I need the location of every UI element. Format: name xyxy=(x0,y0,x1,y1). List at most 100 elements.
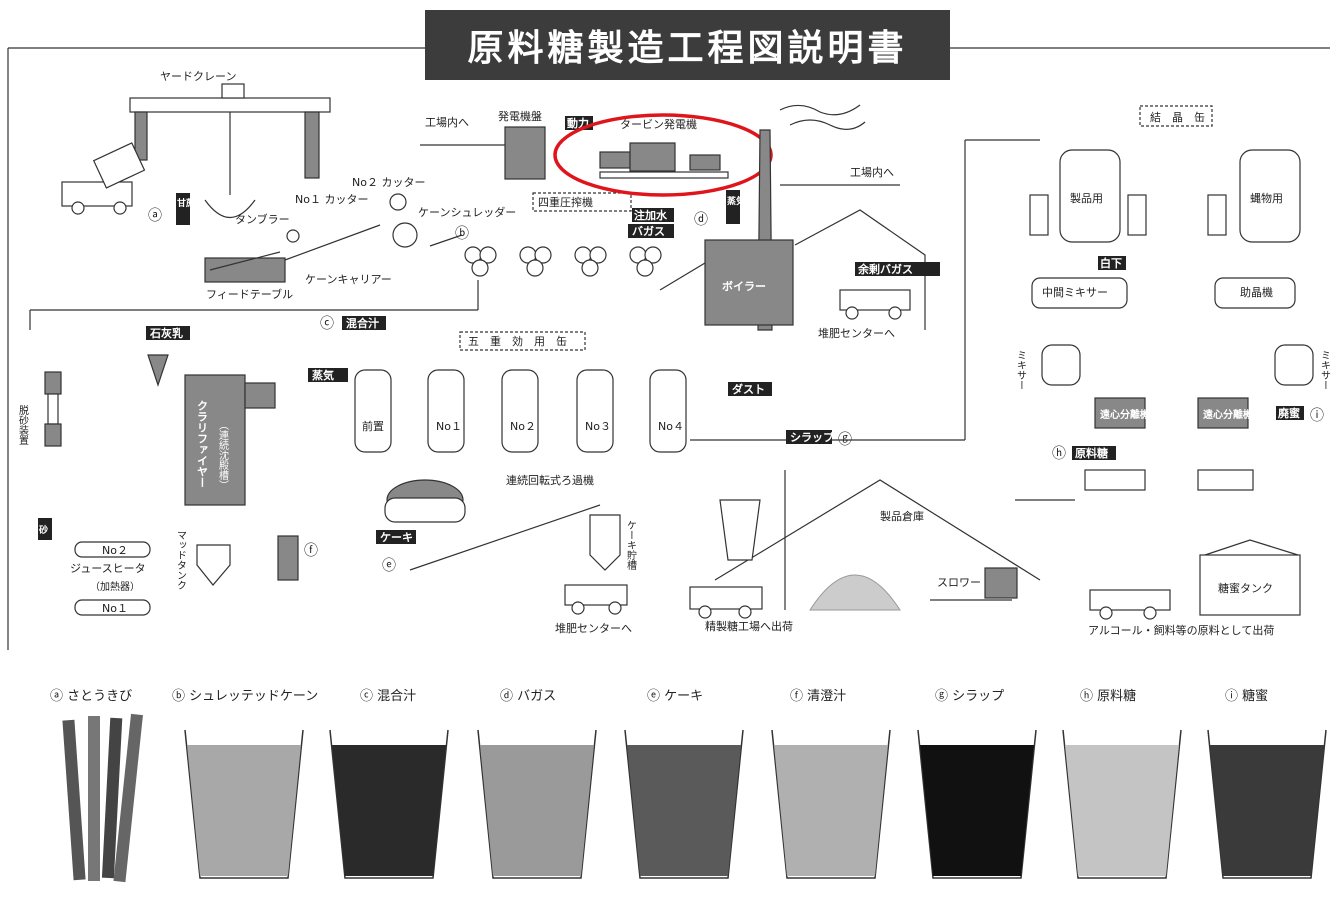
lime-label: 石灰乳 xyxy=(149,326,183,340)
sand-label: 砂 xyxy=(39,524,48,536)
sample-bagasse xyxy=(480,745,594,876)
marker-b: ⓑ xyxy=(455,226,469,242)
boiler-label: ボイラー xyxy=(722,279,766,293)
cane-truck xyxy=(61,142,146,215)
sample-label-a: ⓐ さとうきび xyxy=(50,689,132,704)
mixer-left xyxy=(1041,344,1081,386)
five-effect-label: 五 重 効 用 缶 xyxy=(468,334,567,348)
molasses-truck xyxy=(1089,589,1171,620)
middle-mixer xyxy=(1031,277,1128,309)
sugar-pile xyxy=(809,574,901,611)
mixed-juice-label: 混合汁 xyxy=(346,316,379,330)
lime-tank xyxy=(147,354,169,387)
tumbler-shape xyxy=(204,199,256,218)
no2-label: No２ xyxy=(510,420,536,433)
cake-storage-label: ケーキ貯槽 xyxy=(625,520,637,571)
no3-label: No３ xyxy=(585,420,611,433)
sample-shredded-cane xyxy=(187,745,301,876)
evaporator-no1 xyxy=(427,369,465,453)
marker-g: ⓖ xyxy=(838,432,852,448)
desander-label: 脱砂装置 xyxy=(17,404,29,445)
molasses-tag: 廃蜜 xyxy=(1278,406,1300,420)
bagasse-shed xyxy=(794,209,926,330)
yard-crane xyxy=(129,83,331,195)
slower-hopper xyxy=(984,567,1018,599)
four-roller-mill xyxy=(464,246,662,277)
feed-table xyxy=(204,257,286,283)
molasses-tank xyxy=(1199,554,1301,616)
desander-top xyxy=(44,371,62,395)
sample-cake xyxy=(627,745,741,876)
product-use-label: 製品用 xyxy=(1070,191,1103,205)
highlight-ellipse xyxy=(553,113,773,197)
centrifuge-2 xyxy=(1197,397,1249,429)
cane-carrier xyxy=(284,224,381,261)
marker-e: ⓔ xyxy=(382,558,396,574)
water-add-label: 注加水 xyxy=(634,208,668,222)
cane-carrier-label: ケーンキャリアー xyxy=(305,273,392,286)
dust-label: ダスト xyxy=(732,382,765,396)
sample-syrup xyxy=(920,745,1034,876)
refinery-truck xyxy=(689,586,763,619)
slower-label: スロワー xyxy=(937,576,981,589)
clarifier-label: クラリファイヤー xyxy=(196,400,209,488)
warehouse-label: 製品倉庫 xyxy=(880,509,924,523)
raw-sugar-conveyor xyxy=(1084,469,1146,491)
crystallizer-label: 助晶機 xyxy=(1240,285,1273,299)
juice-heater-no1 xyxy=(74,599,151,616)
bagasse-label: バガス xyxy=(632,224,665,238)
steam-1-label: 蒸気 xyxy=(727,195,745,207)
cake-conveyor xyxy=(409,504,601,571)
steam-2-label: 蒸気 xyxy=(312,368,334,382)
to-factory-2: 工場内へ xyxy=(850,165,894,179)
boiler xyxy=(704,239,794,326)
cane-shredder-drum xyxy=(392,222,418,248)
crystallizer xyxy=(1214,277,1296,309)
sample-label-b: ⓑ シュレッテッドケーン xyxy=(172,689,318,704)
juice-heater-no2 xyxy=(74,541,151,558)
crystal-pan-pot xyxy=(1239,149,1301,243)
turbine-generator xyxy=(599,142,729,179)
clear-juice-tank xyxy=(277,535,299,581)
mixer-right-label: ミキサー xyxy=(1319,350,1331,390)
no1-cutter-label: No１ カッター xyxy=(295,193,368,206)
no2-cutter-label: No２ カッター xyxy=(352,176,425,189)
sample-label-i: ⓘ 糖蜜 xyxy=(1225,688,1268,704)
marker-a: ⓐ xyxy=(148,208,162,224)
sample-label-e: ⓔ ケーキ xyxy=(647,689,703,704)
page-title: 原料糖製造工程図説明書 xyxy=(425,10,950,80)
smoke xyxy=(779,104,861,116)
crystal-can-label: 結 晶 缶 xyxy=(1150,110,1205,124)
no1-cutter xyxy=(286,229,300,243)
sample-mixed-juice xyxy=(332,745,446,876)
no1-heater-label: No１ xyxy=(102,602,128,615)
warehouse-roof xyxy=(714,479,1041,581)
sample-clear-juice xyxy=(774,745,888,876)
molasses-ship-label: アルコール・飼料等の原料として出荷 xyxy=(1088,623,1274,637)
marker-h: ⓗ xyxy=(1052,446,1066,462)
rotary-filter-label: 連続回転式ろ過機 xyxy=(506,473,594,487)
cake-label: ケーキ xyxy=(380,531,413,544)
marker-f: ⓕ xyxy=(304,543,318,559)
heater-sub-label: （加熱器） xyxy=(90,580,140,593)
no1-label: No１ xyxy=(436,420,462,433)
turbine-label: タービン発電機 xyxy=(620,117,697,131)
sample-molasses xyxy=(1210,745,1324,876)
cake-storage xyxy=(589,514,621,571)
cake-truck xyxy=(564,584,628,615)
sample-raw-sugar xyxy=(1065,745,1179,876)
sample-sugarcane xyxy=(62,713,143,883)
pre-label: 前置 xyxy=(362,419,384,433)
sample-label-g: ⓖ シラップ xyxy=(935,689,1004,704)
centrifuge-2-label: 遠心分離機 xyxy=(1203,408,1253,421)
clarifier xyxy=(184,374,246,506)
tumbler-label: タンブラー xyxy=(235,212,290,226)
molasses-tank-label: 糖蜜タンク xyxy=(1218,581,1273,595)
clarifier-sub: （連続沈殿槽） xyxy=(217,420,229,490)
yard-crane-label: ヤードクレーン xyxy=(160,70,236,83)
rotary-filter xyxy=(384,497,466,523)
sample-label-d: ⓓ バガス xyxy=(500,689,556,704)
four-mill-label: 四重圧搾機 xyxy=(538,195,593,209)
centrifuge-1 xyxy=(1094,397,1146,429)
